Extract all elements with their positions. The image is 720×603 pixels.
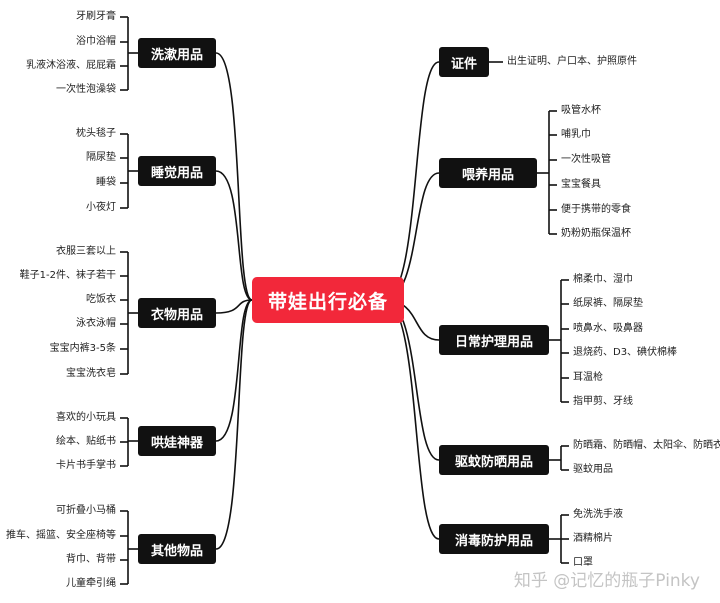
branch-line [215,52,253,301]
leaf-item[interactable]: 一次性泡澡袋 [56,84,116,95]
leaf-item[interactable]: 退烧药、D3、碘伏棉棒 [573,347,678,358]
central-topic[interactable]: 带娃出行必备 [252,277,404,323]
leaf-item[interactable]: 可折叠小马桶 [56,505,116,516]
leaf-item[interactable]: 隔尿垫 [86,152,116,163]
branch-line [215,299,253,442]
leaf-item[interactable]: 一次性吸管 [561,154,611,165]
leaf-item[interactable]: 喷鼻水、吸鼻器 [573,323,643,334]
leaf-item[interactable]: 吸管水杯 [561,105,601,116]
branch-line [383,61,440,301]
leaf-item[interactable]: 免洗洗手液 [573,509,623,520]
leaf-item[interactable]: 鞋子1-2件、袜子若干 [19,270,116,281]
leaf-item[interactable]: 衣服三套以上 [56,246,116,257]
leaf-item[interactable]: 宝宝餐具 [561,179,601,190]
leaf-item[interactable]: 乳液沐浴液、屁屁霜 [26,60,116,71]
category-node[interactable]: 其他物品 [138,534,216,564]
leaf-item[interactable]: 枕头毯子 [76,128,116,139]
leaf-item[interactable]: 耳温枪 [573,372,603,383]
leaf-item[interactable]: 宝宝洗衣皂 [66,368,116,379]
category-node[interactable]: 证件 [439,47,489,77]
leaf-item[interactable]: 纸尿裤、隔尿垫 [573,298,643,309]
branch-line [215,170,253,301]
leaf-item[interactable]: 奶粉奶瓶保温杯 [561,228,631,239]
leaf-item[interactable]: 浴巾浴帽 [76,36,116,47]
category-node[interactable]: 睡觉用品 [138,156,216,186]
branch-line [383,299,440,540]
leaf-item[interactable]: 棉柔巾、湿巾 [573,274,633,285]
category-node[interactable]: 洗漱用品 [138,38,216,68]
leaf-item[interactable]: 口罩 [573,557,593,568]
branch-line [215,299,253,550]
leaf-item[interactable]: 绘本、贴纸书 [56,436,116,447]
leaf-item[interactable]: 宝宝内裤3-5条 [49,343,116,354]
category-node[interactable]: 驱蚊防晒用品 [439,445,549,475]
category-node[interactable]: 日常护理用品 [439,325,549,355]
category-node[interactable]: 消毒防护用品 [439,524,549,554]
leaf-item[interactable]: 防晒霜、防晒帽、太阳伞、防晒衣 [573,440,720,451]
leaf-item[interactable]: 泳衣泳帽 [76,318,116,329]
leaf-item[interactable]: 牙刷牙膏 [76,11,116,22]
category-node[interactable]: 哄娃神器 [138,426,216,456]
leaf-item[interactable]: 便于携带的零食 [561,204,631,215]
leaf-item[interactable]: 睡袋 [96,177,116,188]
leaf-item[interactable]: 驱蚊用品 [573,464,613,475]
leaf-item[interactable]: 哺乳巾 [561,129,591,140]
leaf-item[interactable]: 背巾、背带 [66,554,116,565]
category-node[interactable]: 喂养用品 [439,158,537,188]
leaf-item[interactable]: 指甲剪、牙线 [573,396,633,407]
category-node[interactable]: 衣物用品 [138,298,216,328]
leaf-item[interactable]: 儿童牵引绳 [66,578,116,589]
leaf-item[interactable]: 卡片书手掌书 [56,460,116,471]
leaf-item[interactable]: 推车、摇篮、安全座椅等 [6,530,116,541]
leaf-item[interactable]: 喜欢的小玩具 [56,412,116,423]
leaf-item[interactable]: 酒精棉片 [573,533,613,544]
watermark: 知乎 @记忆的瓶子Pinky [513,571,700,591]
leaf-item[interactable]: 出生证明、户口本、护照原件 [507,56,637,67]
leaf-item[interactable]: 吃饭衣 [86,294,116,305]
branch-line [215,299,253,314]
leaf-item[interactable]: 小夜灯 [86,202,116,213]
